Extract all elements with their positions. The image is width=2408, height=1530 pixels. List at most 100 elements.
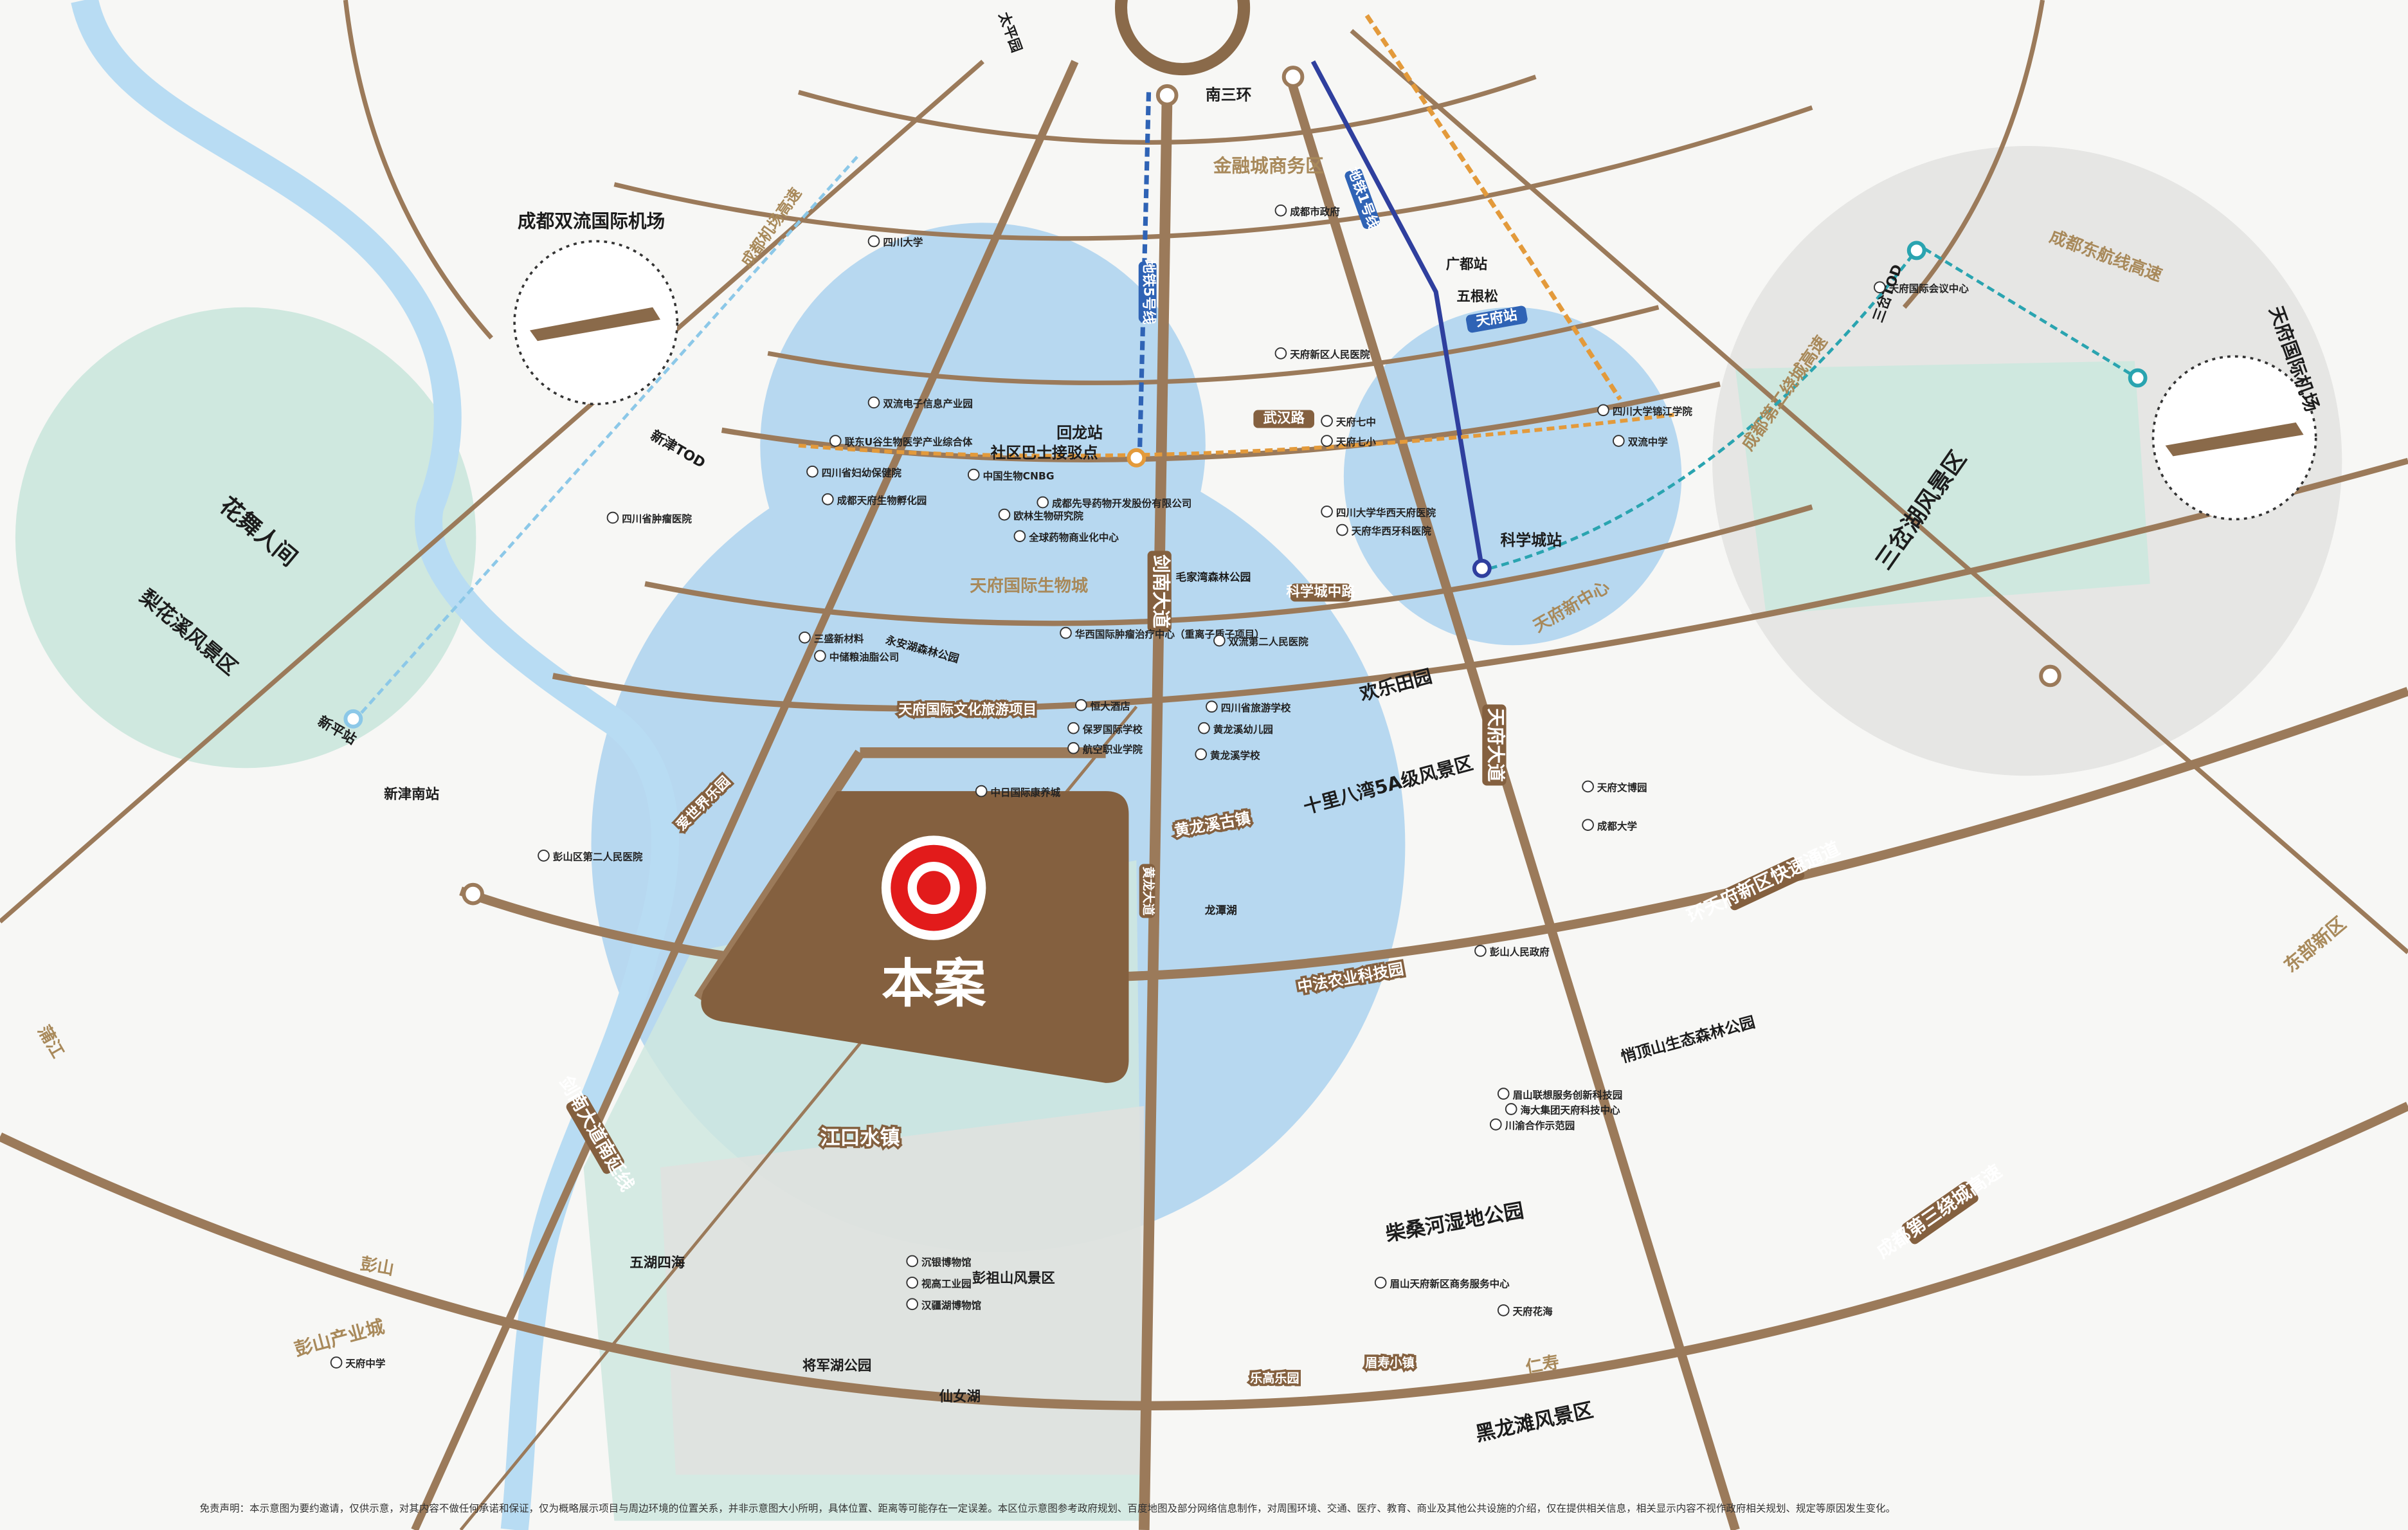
poi-icon	[1505, 1103, 1517, 1115]
poi-icon	[967, 468, 980, 481]
poi-label: 成都大学	[1597, 820, 1637, 832]
poi-label: 中储粮油脂公司	[829, 651, 900, 663]
poi-icon	[1213, 634, 1226, 647]
zone-tianfu-center	[1343, 307, 1682, 646]
poi-label: 眉山联想服务创新科技园	[1513, 1089, 1623, 1101]
metro-line-1	[1310, 60, 1485, 569]
poi-icon	[1336, 524, 1348, 536]
poi-label: 双流电子信息产业园	[883, 397, 973, 410]
station-markers	[343, 66, 2148, 906]
poi-icon	[1497, 1304, 1510, 1316]
poi-label: 天府七中	[1336, 416, 1376, 428]
poi-label: 天府花海	[1513, 1306, 1553, 1318]
road-sign: 武汉路	[1253, 410, 1314, 428]
airplane-icon	[2165, 422, 2304, 457]
station-label: 地铁5号线	[1140, 259, 1157, 324]
attraction-label: 天府国际文化旅游项目	[898, 702, 1037, 718]
poi-label: 汉疆湖博物馆	[921, 1299, 981, 1311]
station-label: 科学城站	[1500, 531, 1562, 549]
road-sign: 黄龙大道	[1139, 864, 1155, 918]
zone-biocity	[760, 223, 1206, 669]
station-label: 回龙站	[1056, 424, 1103, 442]
poi-icon	[806, 466, 819, 478]
attraction-label: 江口水镇	[820, 1126, 900, 1149]
metro-line-orange	[1364, 14, 1622, 401]
poi-icon	[814, 650, 826, 662]
station-label: 社区巴士接驳点	[991, 444, 1098, 462]
poi-label: 黄龙溪幼儿园	[1213, 723, 1273, 735]
road-label: 武汉路	[1263, 410, 1305, 426]
poi-label: 双流中学	[1628, 436, 1668, 448]
poi-label: 彭山区第二人民医院	[553, 851, 643, 863]
scenic-area-label: 天府国际生物城	[970, 576, 1088, 596]
poi-icon	[829, 435, 842, 447]
poi-icon	[867, 235, 880, 248]
scenic-area-label: 毛家湾森林公园	[1175, 570, 1251, 583]
poi-label: 中国生物CNBG	[983, 469, 1055, 482]
poi-icon	[1195, 748, 1208, 761]
poi-icon	[538, 850, 550, 862]
poi-icon	[330, 1356, 343, 1369]
poi-label: 联东U谷生物医学产业综合体	[845, 436, 973, 448]
road-label: 南三环	[1206, 86, 1252, 104]
station-label: 新津南站	[384, 786, 439, 803]
poi-icon	[1582, 819, 1594, 831]
poi-icon	[822, 493, 834, 505]
metro-line-orange-2	[798, 412, 1674, 458]
poi-label: 成都市政府	[1290, 205, 1340, 217]
poi-icon	[799, 631, 811, 644]
scenic-area-label: 彭祖山风景区	[972, 1270, 1055, 1286]
station-label: 广都站	[1446, 256, 1488, 273]
poi-label: 天府华西牙科医院	[1352, 525, 1432, 537]
poi-icon	[1497, 1088, 1510, 1100]
poi-icon	[1060, 626, 1072, 639]
poi-icon	[906, 1255, 919, 1268]
road-sign: 天府大道	[1482, 704, 1507, 786]
poi-label: 三盛新材料	[814, 632, 864, 644]
poi-icon	[1274, 204, 1287, 217]
poi-label: 眉山天府新区商务服务中心	[1390, 1278, 1510, 1290]
poi-label: 双流第二人民医院	[1229, 635, 1309, 648]
project-block[interactable]: 本案	[701, 791, 1129, 1083]
poi-label: 天府中学	[345, 1358, 385, 1370]
poi-label: 航空职业学院	[1083, 743, 1143, 755]
scenic-area-label: 将军湖公园	[802, 1358, 871, 1374]
zone-south-grey	[660, 1106, 1145, 1475]
poi-label: 成都先导药物开发股份有限公司	[1052, 497, 1191, 509]
poi-icon	[998, 508, 1011, 521]
road-sign: 科学城中路	[1286, 583, 1355, 602]
poi-label: 海大集团天府科技中心	[1521, 1104, 1621, 1116]
attraction-label: 眉寿小镇	[1365, 1356, 1414, 1371]
emblem-icon	[1115, 0, 1251, 76]
attraction-label: 乐高乐园	[1250, 1371, 1299, 1386]
poi-icon	[1597, 404, 1609, 417]
poi-label: 欧林生物研究院	[1013, 509, 1083, 522]
poi-icon	[1613, 435, 1625, 447]
poi-label: 四川大学华西天府医院	[1336, 507, 1436, 519]
poi-icon	[867, 396, 880, 409]
poi-label: 视高工业园	[921, 1278, 972, 1290]
scenic-area-label: 金融城商务区	[1213, 155, 1324, 177]
poi-label: 黄龙溪学校	[1210, 749, 1260, 761]
poi-label: 保罗国际学校	[1082, 723, 1143, 735]
poi-icon	[1037, 496, 1049, 509]
disclaimer: 免责声明：本示意图为要约邀请，仅供示意，对其内容不做任何承诺和保证，仅为概略展示…	[199, 1502, 1896, 1514]
road-label: 剑南大道	[1150, 554, 1172, 628]
project-label: 本案	[882, 954, 986, 1014]
zone-west-green	[15, 307, 476, 769]
airport-express-line	[352, 152, 862, 724]
scenic-area-label: 龙潭湖	[1205, 904, 1237, 916]
scenic-area-label: 仙女湖	[939, 1388, 981, 1405]
poi-icon	[975, 785, 988, 797]
road-sign: 剑南大道	[1147, 551, 1172, 632]
poi-label: 天府七小	[1336, 436, 1377, 448]
poi-label: 中日国际康养城	[991, 786, 1061, 798]
poi-icon	[1013, 530, 1026, 542]
scenic-area-label: 五湖四海	[629, 1255, 685, 1271]
poi-icon	[1874, 281, 1886, 294]
poi-icon	[1582, 780, 1594, 793]
airplane-icon	[529, 307, 661, 342]
radial-roads	[0, 29, 2408, 1530]
road-label: 科学城中路	[1286, 583, 1355, 600]
